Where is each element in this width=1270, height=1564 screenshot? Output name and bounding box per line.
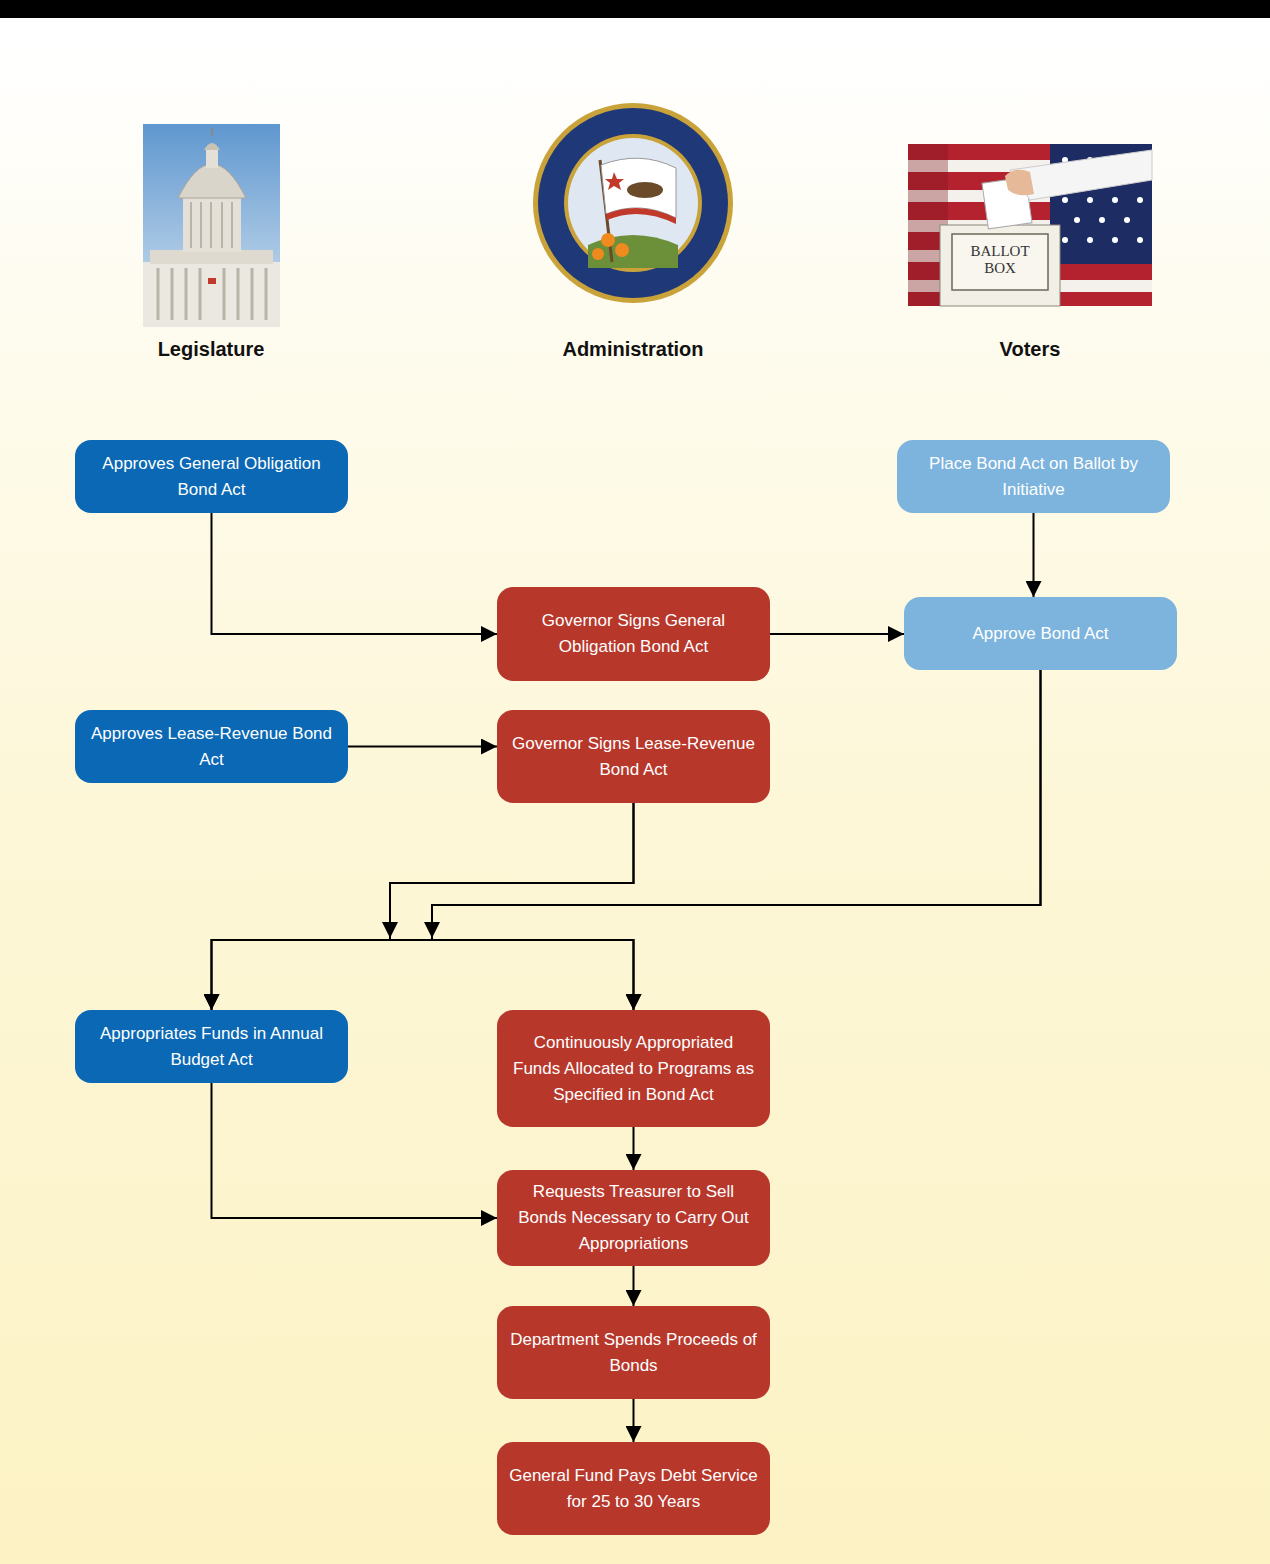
flow-arrow — [348, 746, 497, 748]
column-heading: Voters — [930, 338, 1130, 361]
box-text: Approves General Obligation Bond Act — [87, 451, 336, 503]
flow-arrow — [212, 803, 634, 1010]
process-box: Approve Bond Act — [904, 597, 1177, 670]
process-box: General Fund Pays Debt Service for 25 to… — [497, 1442, 770, 1535]
column-heading: Administration — [533, 338, 733, 361]
box-text: Place Bond Act on Ballot by Initiative — [909, 451, 1158, 503]
process-box: Continuously Appropriated Funds Allocate… — [497, 1010, 770, 1127]
process-box: Appropriates Funds in Annual Budget Act — [75, 1010, 348, 1083]
governor-seal — [533, 103, 733, 303]
process-box: Approves Lease-Revenue Bond Act — [75, 710, 348, 783]
flow-arrow — [633, 1399, 635, 1442]
capitol-picture — [143, 124, 280, 327]
column-heading: Legislature — [111, 338, 311, 361]
flow-arrow — [212, 1083, 498, 1218]
box-text: Approve Bond Act — [972, 621, 1108, 647]
box-text: Continuously Appropriated Funds Allocate… — [509, 1030, 758, 1108]
flow-arrow — [432, 670, 1041, 1010]
flow-arrow — [390, 803, 634, 1010]
box-text: Requests Treasurer to Sell Bonds Necessa… — [509, 1179, 758, 1257]
box-text: Governor Signs Lease-Revenue Bond Act — [509, 731, 758, 783]
process-box: Governor Signs Lease-Revenue Bond Act — [497, 710, 770, 803]
box-text: Approves Lease-Revenue Bond Act — [87, 721, 336, 773]
flow-arrow — [633, 1266, 635, 1306]
ballot-box-text: BALLOT BOX — [955, 243, 1045, 277]
flow-arrow — [212, 513, 498, 634]
box-text: Department Spends Proceeds of Bonds — [509, 1327, 758, 1379]
box-text: Appropriates Funds in Annual Budget Act — [87, 1021, 336, 1073]
process-box: Department Spends Proceeds of Bonds — [497, 1306, 770, 1399]
top-bar — [0, 0, 1270, 18]
box-text: Governor Signs General Obligation Bond A… — [509, 608, 758, 660]
flow-arrow — [1033, 513, 1035, 597]
box-text: General Fund Pays Debt Service for 25 to… — [509, 1463, 758, 1515]
process-box: Governor Signs General Obligation Bond A… — [497, 587, 770, 681]
process-box: Requests Treasurer to Sell Bonds Necessa… — [497, 1170, 770, 1266]
ballot-box-picture — [908, 144, 1152, 306]
process-box: Place Bond Act on Ballot by Initiative — [897, 440, 1170, 513]
process-box: Approves General Obligation Bond Act — [75, 440, 348, 513]
flow-arrow — [770, 633, 904, 635]
flow-arrow — [633, 1127, 635, 1170]
